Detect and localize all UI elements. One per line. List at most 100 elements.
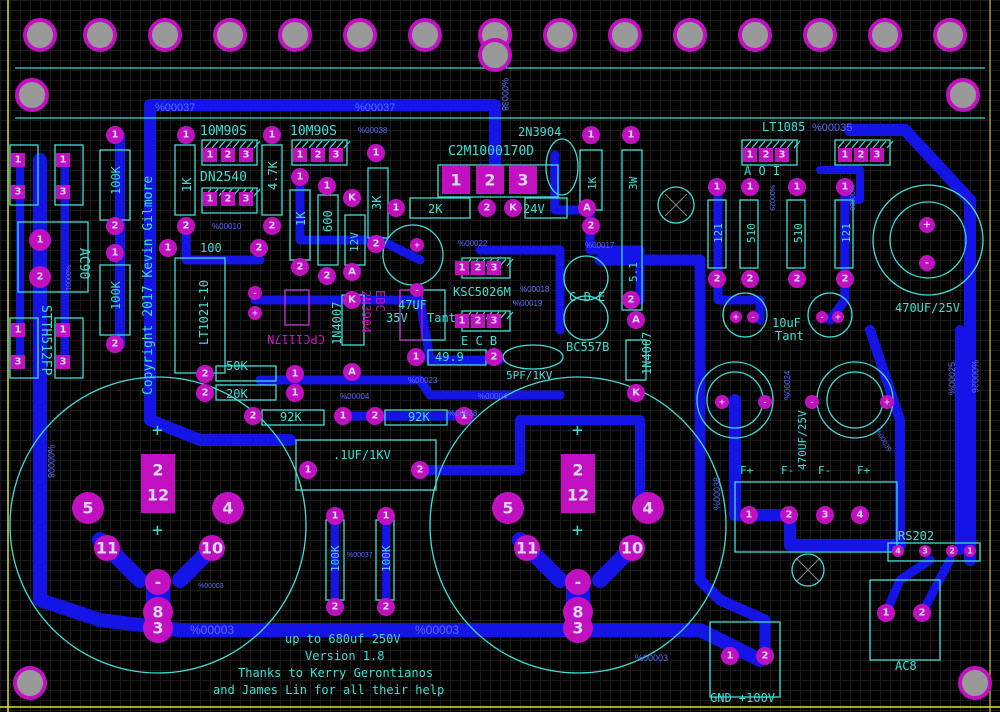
copper-trace xyxy=(144,99,296,446)
pad xyxy=(56,153,70,167)
pad xyxy=(286,384,304,402)
pad-label: 1 xyxy=(461,411,468,422)
pad xyxy=(561,479,595,513)
component-label: 470UF/25V xyxy=(796,410,809,470)
pad-label: 11 xyxy=(96,539,118,558)
heatsink-hatch xyxy=(858,140,866,149)
pad-label: 2 xyxy=(417,465,424,476)
pad-label: 1 xyxy=(393,203,400,214)
pad xyxy=(329,148,343,162)
pad-label: A xyxy=(632,315,640,326)
mounting-hole xyxy=(13,666,47,700)
component-label: 100K xyxy=(109,165,123,195)
heatsink-hatch xyxy=(779,140,787,149)
mounting-hole xyxy=(83,18,117,52)
copper-trace xyxy=(255,375,565,400)
pad xyxy=(838,148,852,162)
component-label: 100K xyxy=(109,280,123,310)
component-label: 121 xyxy=(712,223,725,243)
pad xyxy=(334,407,352,425)
pad xyxy=(851,506,869,524)
pad-label: 2 xyxy=(714,274,721,285)
pad xyxy=(145,569,171,595)
pads xyxy=(11,18,992,700)
pad xyxy=(721,647,739,665)
net-label: %00023 xyxy=(408,376,438,385)
component-outline xyxy=(384,409,448,426)
heatsink-hatch xyxy=(506,258,514,267)
pad-label: K xyxy=(509,203,518,214)
component-outline xyxy=(657,186,695,224)
pad-label: 2 xyxy=(484,171,495,190)
heatsink-hatch xyxy=(872,140,880,149)
pad xyxy=(203,148,217,162)
heatsink-hatch xyxy=(879,140,887,149)
net-label: %00017 xyxy=(585,241,615,250)
heatsink-hatch xyxy=(793,140,801,149)
component-label: GND +100V xyxy=(710,691,775,705)
component-outline xyxy=(807,292,853,338)
copper-trace xyxy=(250,295,505,365)
pad-label: + xyxy=(719,398,726,407)
component-label: AC8 xyxy=(895,659,917,673)
pad-label: + xyxy=(835,313,842,322)
pad xyxy=(836,178,854,196)
pad-label: 2 xyxy=(475,263,482,274)
component-outline xyxy=(317,194,339,266)
component-outline xyxy=(872,184,984,296)
component-label: Tant xyxy=(775,329,804,343)
pad xyxy=(880,395,894,409)
pad-label: 1 xyxy=(450,171,461,190)
polarity-plus: + xyxy=(572,520,583,541)
pad xyxy=(913,604,931,622)
copper-trace xyxy=(844,124,976,566)
component-outline xyxy=(409,197,471,219)
heatsink-hatch xyxy=(225,140,233,149)
pad-label: 2 xyxy=(152,461,163,480)
heatsink-hatch xyxy=(204,140,212,149)
pad xyxy=(877,604,895,622)
component-label: 510 xyxy=(792,223,805,243)
net-label: %00010 xyxy=(212,222,242,231)
board-note: Thanks to Kerry Gerontianos xyxy=(238,666,433,680)
pad xyxy=(715,395,729,409)
pad-label: 3 xyxy=(15,187,22,198)
pad xyxy=(343,291,361,309)
component-label: 600 xyxy=(321,210,335,232)
copper-trace xyxy=(181,221,265,265)
pad-label: - xyxy=(415,286,418,295)
pad-label: 2 xyxy=(491,352,498,363)
component-outline xyxy=(17,221,89,293)
pad-label: 2 xyxy=(763,150,770,161)
pad-label: 2 xyxy=(373,239,380,250)
net-label: %00004 xyxy=(340,392,370,401)
component-label: E C B xyxy=(461,334,497,348)
component-outline xyxy=(215,384,277,401)
component-outline xyxy=(563,255,609,301)
pad-label: 4 xyxy=(222,499,233,518)
component-outline xyxy=(889,201,967,279)
component-label: 1K xyxy=(180,177,194,192)
pad-label: - xyxy=(155,573,162,592)
pad-label: 3 xyxy=(243,194,250,205)
mounting-hole xyxy=(23,18,57,52)
pad-label: - xyxy=(253,289,256,298)
pad xyxy=(509,166,537,194)
heatsink-hatch xyxy=(865,140,873,149)
pad-label: + xyxy=(923,220,931,231)
component-label: EBC xyxy=(373,290,387,312)
pad xyxy=(740,506,758,524)
pad xyxy=(582,126,600,144)
component-outline xyxy=(887,542,981,562)
pad xyxy=(29,266,51,288)
pad xyxy=(442,166,470,194)
pad xyxy=(627,311,645,329)
component-outline xyxy=(291,139,348,166)
pad-label: 2 xyxy=(332,602,339,613)
pad-label: 3 xyxy=(491,263,498,274)
mounting-hole xyxy=(803,18,837,52)
net-label: %00026 xyxy=(970,360,980,393)
pad xyxy=(212,492,244,524)
